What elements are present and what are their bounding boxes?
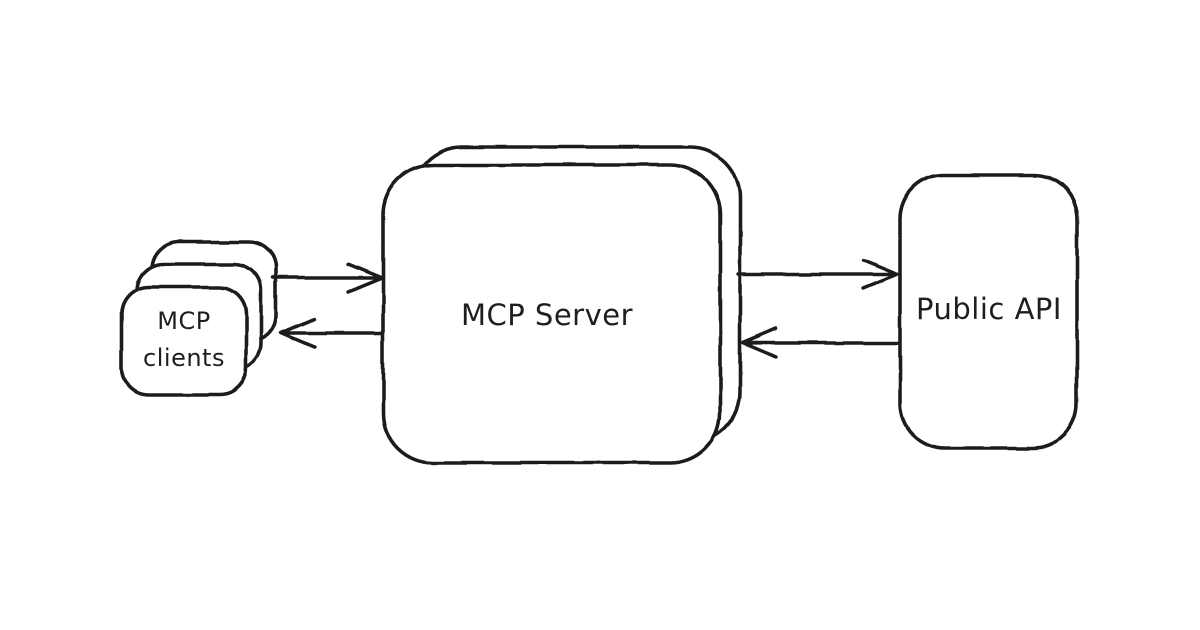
- public-api-box: [898, 173, 1079, 450]
- mcp-clients-box-front: [120, 285, 248, 397]
- arrow-server-to-api: [736, 258, 899, 290]
- mcp-clients-label-line2: clients: [143, 344, 225, 372]
- diagram-arrows: [271, 258, 900, 359]
- mcp-server-box-front: [381, 163, 722, 465]
- public-api-label: Public API: [916, 292, 1062, 326]
- diagram-shapes: [120, 145, 1079, 465]
- diagram-labels: MCP clients MCP Server Public API: [143, 292, 1062, 372]
- mcp-clients-label-line1: MCP: [157, 307, 210, 335]
- arrow-api-to-server: [741, 327, 900, 359]
- arrow-clients-to-server: [271, 262, 384, 294]
- arrow-server-to-clients: [279, 317, 385, 349]
- mcp-server-label: MCP Server: [461, 298, 633, 332]
